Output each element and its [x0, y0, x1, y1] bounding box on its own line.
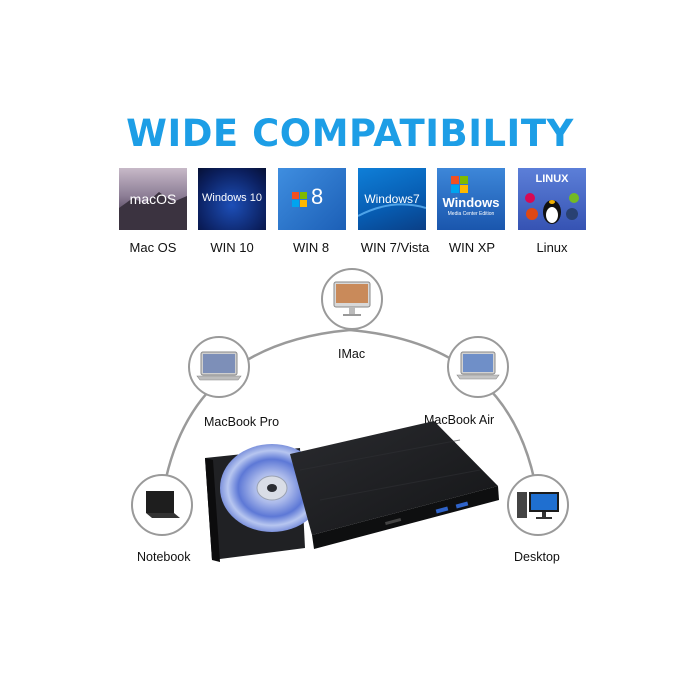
windows8-icon: 8: [278, 168, 346, 230]
device-label-desktop: Desktop: [514, 550, 560, 564]
notebook-icon: [131, 474, 193, 536]
page-title: WIDE COMPATIBILITY: [126, 112, 574, 155]
device-label-notebook: Notebook: [137, 550, 191, 564]
device-label-macbook-air: MacBook Air: [424, 413, 495, 427]
macos-icon: macOS: [119, 168, 187, 230]
windows7-icon: Windows7: [358, 168, 426, 230]
windows7-tile-text: Windows7: [364, 192, 420, 206]
os-label-winxp: WIN XP: [448, 240, 496, 255]
imac-icon: [321, 268, 383, 330]
windows10-tile-text: Windows 10: [202, 192, 262, 204]
windowsxp-tile-text: Windows: [442, 195, 500, 210]
os-label-win7: WIN 7/Vista: [360, 240, 430, 255]
os-label-win10: WIN 10: [210, 240, 254, 255]
device-label-imac: IMac: [338, 347, 366, 361]
desktop-icon: [507, 474, 569, 536]
macos-tile-text: macOS: [129, 191, 177, 207]
os-label-win8: WIN 8: [292, 240, 330, 255]
os-label-macos: Mac OS: [129, 240, 177, 255]
os-label-linux: Linux: [536, 240, 568, 255]
macbook-air-icon: [447, 336, 509, 398]
windowsxp-tile-subtext: Media Center Edition: [447, 211, 495, 217]
linux-icon: LINUX: [518, 168, 586, 230]
linux-tile-text: LINUX: [535, 173, 569, 185]
macbook-pro-icon: [188, 336, 250, 398]
device-label-macbook-pro: MacBook Pro: [204, 415, 280, 429]
windows8-tile-text: 8: [311, 184, 324, 209]
windowsxp-icon: Windows Media Center Edition: [437, 168, 505, 230]
windows10-icon: Windows 10: [198, 168, 266, 230]
